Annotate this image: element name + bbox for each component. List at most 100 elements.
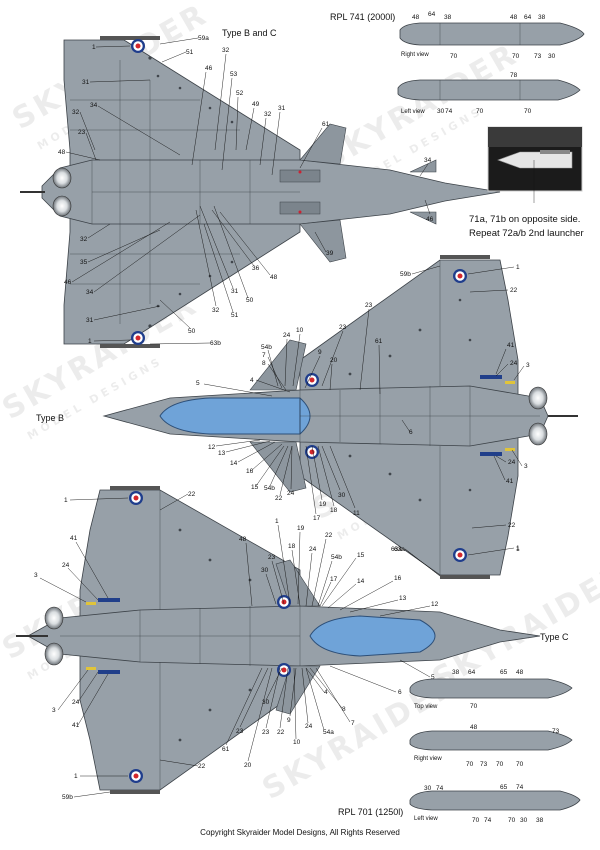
svg-text:24: 24 <box>72 699 80 706</box>
svg-text:63b: 63b <box>210 340 221 347</box>
svg-text:65: 65 <box>500 784 508 791</box>
svg-text:22: 22 <box>508 522 516 529</box>
tank-rpl701-top-view: Top view 38 64 65 48 70 <box>409 669 573 710</box>
title-type-c: Type C <box>540 632 569 642</box>
svg-text:16: 16 <box>394 575 402 582</box>
svg-text:24: 24 <box>510 360 518 367</box>
svg-text:23: 23 <box>236 728 244 735</box>
svg-text:74: 74 <box>445 108 453 115</box>
callouts-type-c: 1 22 41 24 3 48 30 23 1 19 18 24 22 54b … <box>34 491 520 801</box>
svg-text:9: 9 <box>318 349 322 356</box>
svg-text:59b: 59b <box>62 794 73 801</box>
title-rpl741: RPL 741 (2000l) <box>330 12 395 22</box>
svg-text:22: 22 <box>510 287 518 294</box>
svg-text:4: 4 <box>324 689 328 696</box>
svg-text:51: 51 <box>231 312 239 319</box>
svg-text:30: 30 <box>437 108 445 115</box>
svg-text:30: 30 <box>520 817 528 824</box>
svg-text:23: 23 <box>339 324 347 331</box>
title-rpl701: RPL 701 (1250l) <box>338 807 403 817</box>
svg-text:70: 70 <box>524 108 532 115</box>
svg-text:10: 10 <box>296 327 304 334</box>
svg-text:31: 31 <box>278 105 286 112</box>
svg-text:6: 6 <box>409 429 413 436</box>
svg-text:34: 34 <box>90 102 98 109</box>
svg-text:70: 70 <box>450 53 458 60</box>
svg-text:78: 78 <box>510 72 518 79</box>
svg-text:Left view: Left view <box>401 109 425 115</box>
svg-text:24: 24 <box>62 562 70 569</box>
svg-text:23: 23 <box>262 729 270 736</box>
svg-text:30: 30 <box>262 699 270 706</box>
svg-text:15: 15 <box>357 552 365 559</box>
svg-text:1: 1 <box>64 497 68 504</box>
svg-text:22: 22 <box>198 763 206 770</box>
svg-text:65: 65 <box>500 669 508 676</box>
svg-text:46: 46 <box>64 279 72 286</box>
svg-text:5: 5 <box>196 380 200 387</box>
svg-text:1: 1 <box>516 264 520 271</box>
svg-text:63a: 63a <box>391 546 402 553</box>
svg-text:1: 1 <box>88 338 92 345</box>
svg-text:8: 8 <box>342 706 346 713</box>
svg-text:23: 23 <box>268 554 276 561</box>
svg-text:3: 3 <box>34 572 38 579</box>
svg-text:51: 51 <box>186 49 194 56</box>
svg-text:36: 36 <box>252 265 260 272</box>
svg-text:16: 16 <box>246 468 254 475</box>
svg-text:73: 73 <box>480 761 488 768</box>
svg-text:19: 19 <box>297 525 305 532</box>
svg-text:48: 48 <box>516 669 524 676</box>
svg-text:14: 14 <box>357 578 365 585</box>
svg-text:24: 24 <box>508 459 516 466</box>
svg-text:Right view: Right view <box>401 52 429 58</box>
aircraft-top-view-b-and-c <box>20 36 501 348</box>
svg-text:73: 73 <box>534 53 542 60</box>
svg-text:19: 19 <box>319 501 327 508</box>
missile-photo <box>487 126 583 203</box>
aircraft-type-c-top-view <box>16 486 541 794</box>
svg-text:70: 70 <box>496 761 504 768</box>
svg-text:10: 10 <box>293 739 301 746</box>
svg-text:59b: 59b <box>400 271 411 278</box>
svg-text:39: 39 <box>326 250 334 257</box>
svg-text:5: 5 <box>431 674 435 681</box>
svg-text:38: 38 <box>452 669 460 676</box>
svg-text:32: 32 <box>72 109 80 116</box>
svg-text:18: 18 <box>288 543 296 550</box>
svg-text:7: 7 <box>351 720 355 727</box>
svg-text:23: 23 <box>78 129 86 136</box>
svg-text:41: 41 <box>72 722 80 729</box>
svg-text:32: 32 <box>222 47 230 54</box>
svg-text:70: 70 <box>512 53 520 60</box>
svg-text:15: 15 <box>251 484 259 491</box>
svg-text:23: 23 <box>365 302 373 309</box>
svg-text:30: 30 <box>261 567 269 574</box>
svg-text:61: 61 <box>375 338 383 345</box>
svg-text:41: 41 <box>506 478 514 485</box>
svg-text:4: 4 <box>250 377 254 384</box>
svg-text:70: 70 <box>516 761 524 768</box>
svg-text:61: 61 <box>222 746 230 753</box>
svg-text:32: 32 <box>212 307 220 314</box>
svg-text:50: 50 <box>246 297 254 304</box>
svg-text:70: 70 <box>470 703 478 710</box>
svg-text:74: 74 <box>436 785 444 792</box>
svg-text:74: 74 <box>516 784 524 791</box>
svg-text:48: 48 <box>470 724 478 731</box>
svg-text:64: 64 <box>524 14 532 21</box>
callouts-type-b: 1 59b 22 54b 24 10 7 9 8 23 20 23 61 4 5… <box>196 264 530 577</box>
svg-text:32: 32 <box>80 236 88 243</box>
svg-text:70: 70 <box>508 817 516 824</box>
svg-text:1: 1 <box>92 44 96 51</box>
svg-text:73: 73 <box>552 728 560 735</box>
svg-text:Left view: Left view <box>414 816 438 822</box>
svg-text:48: 48 <box>239 536 247 543</box>
svg-text:49: 49 <box>252 101 260 108</box>
svg-text:17: 17 <box>313 515 321 522</box>
svg-text:3: 3 <box>524 463 528 470</box>
svg-text:7: 7 <box>262 352 266 359</box>
svg-text:48: 48 <box>412 14 420 21</box>
